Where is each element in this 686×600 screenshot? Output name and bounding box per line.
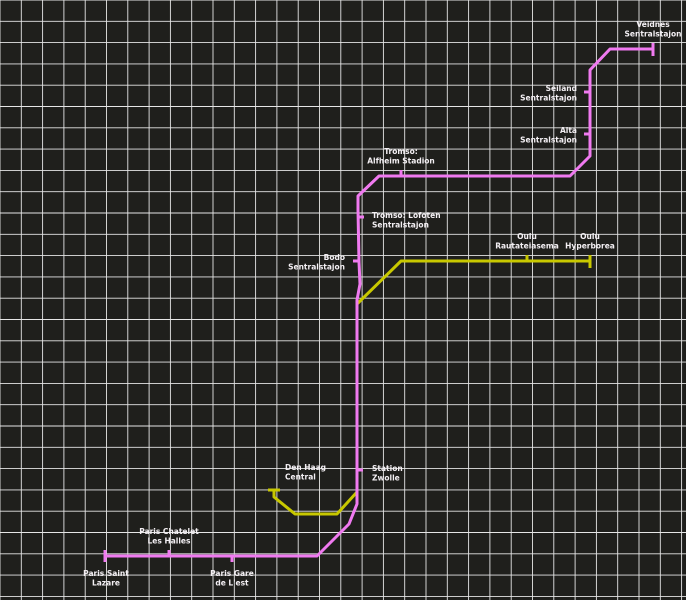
station-label-line: Hyperborea [565, 242, 615, 251]
station-label-line: Oulu [517, 232, 537, 241]
station-label-line: Tromso: Lofoten [372, 211, 441, 220]
station-label-line: Paris Saint [83, 569, 129, 578]
yellow-line [272, 259, 590, 516]
station-label-line: Sentralstajon [520, 136, 577, 145]
station-label-line: Seiland [546, 84, 577, 93]
station-label-line: Den Haag [285, 463, 326, 472]
station-label-line: Paris Chatelet [139, 527, 199, 536]
station-label-line: Station [372, 464, 403, 473]
station-label-line: Tromso: [384, 147, 418, 156]
station-label-line: de L'est [215, 579, 249, 588]
station-label-tromso-alfheim-stadion: Tromso:Alfheim Stadion [367, 147, 435, 166]
station-label-line: Rautateiasema [495, 242, 559, 251]
station-label-line: Central [285, 473, 316, 482]
route-lines [105, 47, 653, 558]
station-label-line: Sentralstajon [372, 221, 429, 230]
station-label-line: Les Halles [148, 537, 192, 546]
station-label-line: Sentralstajon [520, 94, 577, 103]
station-label-line: Zwolle [372, 474, 400, 483]
station-label-line: Bodo [324, 253, 345, 262]
station-label-line: Lazare [92, 579, 120, 588]
station-label-line: Alfheim Stadion [367, 157, 435, 166]
station-label-line: Oulu [580, 232, 600, 241]
station-ticks [103, 43, 655, 562]
station-label-line: Alta [560, 126, 577, 135]
pink-line [105, 47, 653, 558]
station-label-line: Sentralstajon [625, 30, 682, 39]
station-label-line: Sentralstajon [288, 263, 345, 272]
station-label-line: Veidnes [636, 20, 670, 29]
station-label-line: Paris Gare [210, 569, 254, 578]
